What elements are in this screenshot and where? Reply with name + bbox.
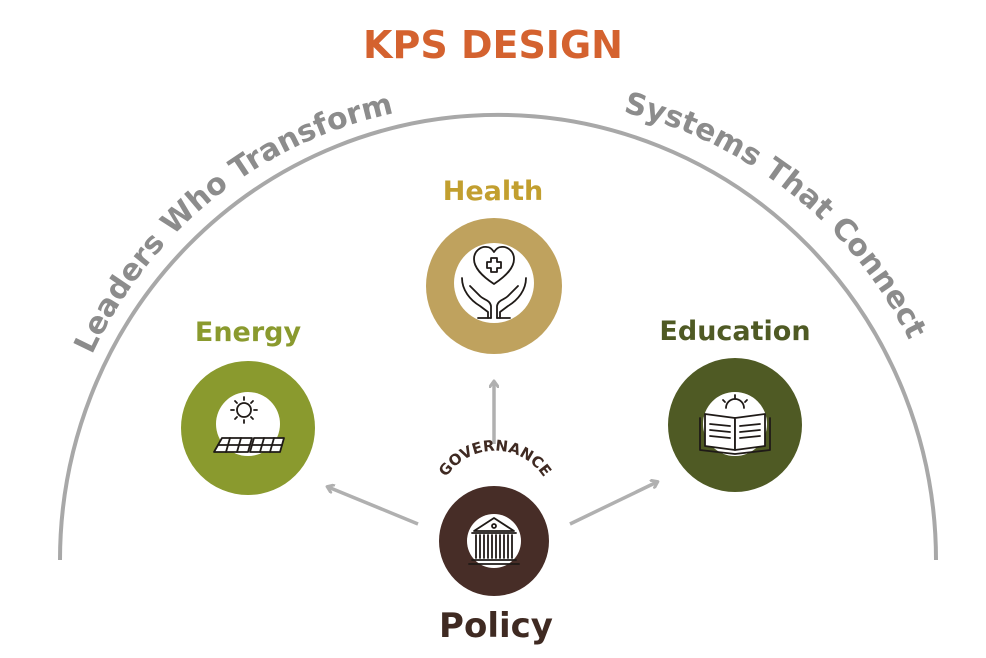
page-title: KPS DESIGN xyxy=(363,23,623,67)
government-building-icon xyxy=(468,517,520,565)
open-book-icon xyxy=(699,394,771,455)
policy-label: Policy xyxy=(439,606,553,646)
outer-arc xyxy=(58,112,938,561)
heart-hands-icon xyxy=(461,246,527,319)
node-education: Education xyxy=(659,316,811,492)
node-policy: GOVERNANCE Policy xyxy=(435,436,555,646)
health-label: Health xyxy=(443,176,544,207)
energy-label: Energy xyxy=(195,317,302,348)
arrow-to-education xyxy=(569,482,657,526)
node-energy: Energy xyxy=(181,317,315,495)
solar-panel-icon xyxy=(213,396,285,453)
arrow-to-energy xyxy=(328,487,419,526)
node-health: Health xyxy=(426,176,562,354)
education-label: Education xyxy=(659,316,810,347)
